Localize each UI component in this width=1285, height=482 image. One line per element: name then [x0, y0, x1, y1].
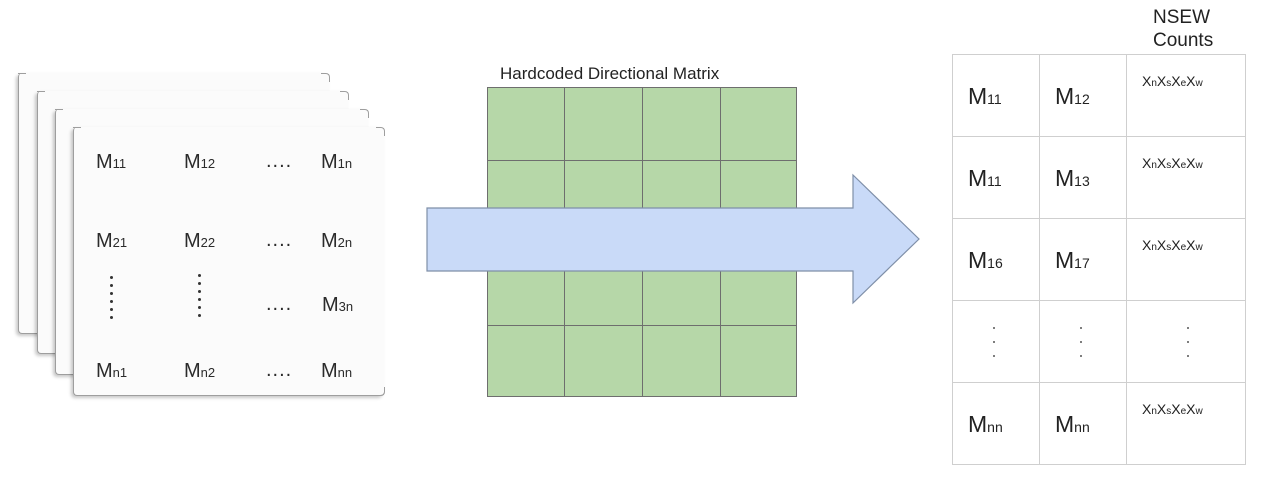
table-row: Mnn Mnn XnXsXeXw — [952, 382, 1246, 465]
vertical-ellipsis — [198, 274, 202, 322]
grid-line — [488, 325, 796, 326]
matrix-cell: M2n — [321, 230, 353, 252]
table-cell: Mnn — [952, 382, 1040, 465]
table-row: M11 M13 XnXsXeXw — [952, 136, 1246, 219]
directional-matrix-title: Hardcoded Directional Matrix — [500, 64, 720, 83]
table-cell: M16 — [952, 218, 1040, 301]
nsew-header-line-2: Counts — [1153, 30, 1214, 51]
matrix-cell: M22 — [184, 230, 216, 252]
table-cell: M12 — [1039, 54, 1127, 137]
matrix-cell: M21 — [96, 230, 128, 252]
nsew-value: XnXsXeXw — [1142, 401, 1203, 417]
vertical-ellipsis — [1080, 327, 1084, 369]
matrix-cell: Mn1 — [96, 360, 128, 382]
matrix-ellipsis: .... — [266, 229, 293, 251]
process-arrow-shape — [426, 173, 920, 305]
matrix-cell: Mnn — [321, 360, 353, 382]
matrix-cell: M12 — [184, 151, 216, 173]
matrix-ellipsis: .... — [266, 293, 293, 315]
vertical-ellipsis — [110, 276, 114, 324]
nsew-cell: XnXsXeXw — [1126, 382, 1246, 465]
table-row: M11 M12 XnXsXeXw — [952, 54, 1246, 137]
matrix-ellipsis: .... — [266, 359, 293, 381]
table-cell: M11 — [952, 136, 1040, 219]
matrix-cell: M3n — [322, 294, 354, 316]
table-row — [952, 300, 1246, 383]
nsew-value: XnXsXeXw — [1142, 155, 1203, 171]
nsew-counts-header: NSEW Counts — [1153, 6, 1213, 52]
vertical-ellipsis — [993, 327, 997, 369]
nsew-cell — [1126, 300, 1246, 383]
matrix-ellipsis: .... — [266, 150, 293, 172]
table-cell: M17 — [1039, 218, 1127, 301]
matrix-cell: Mn2 — [184, 360, 216, 382]
matrix-sheet-front — [73, 127, 385, 396]
table-cell: Mnn — [1039, 382, 1127, 465]
nsew-value: XnXsXeXw — [1142, 73, 1203, 89]
grid-line — [488, 160, 796, 161]
nsew-cell: XnXsXeXw — [1126, 136, 1246, 219]
table-cell — [1039, 300, 1127, 383]
table-cell — [952, 300, 1040, 383]
nsew-value: XnXsXeXw — [1142, 237, 1203, 253]
table-row: M16 M17 XnXsXeXw — [952, 218, 1246, 301]
vertical-ellipsis — [1187, 327, 1191, 369]
nsew-header-line-1: NSEW — [1153, 7, 1210, 28]
nsew-cell: XnXsXeXw — [1126, 218, 1246, 301]
process-arrow — [426, 173, 920, 305]
table-cell: M11 — [952, 54, 1040, 137]
nsew-cell: XnXsXeXw — [1126, 54, 1246, 137]
matrix-cell: M11 — [96, 151, 127, 173]
matrix-cell: M1n — [321, 151, 353, 173]
output-table: M11 M12 XnXsXeXw M11 M13 XnXsXeXw M16 M1… — [952, 54, 1246, 465]
table-cell: M13 — [1039, 136, 1127, 219]
